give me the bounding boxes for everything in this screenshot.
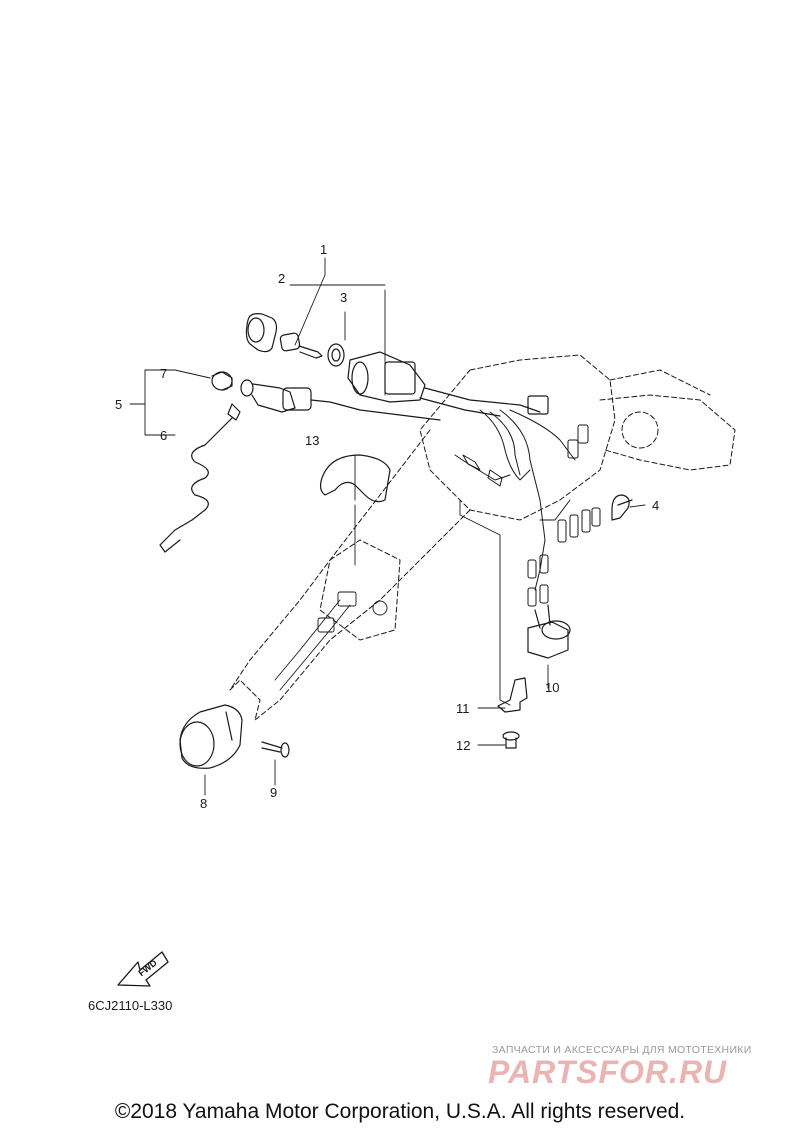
main-switch-part xyxy=(347,351,549,417)
callout-2: 2 xyxy=(278,271,285,286)
grommet-part xyxy=(319,454,391,503)
wire-clamp-part xyxy=(611,494,633,521)
lock-cover-part xyxy=(245,313,278,353)
callout-6: 6 xyxy=(160,428,167,443)
callout-12: 12 xyxy=(456,738,470,753)
fwd-arrow-icon xyxy=(117,951,169,987)
callout-5: 5 xyxy=(115,397,122,412)
callout-10: 10 xyxy=(545,680,559,695)
stop-switch-part xyxy=(240,379,441,421)
key-part xyxy=(279,332,323,359)
callout-9: 9 xyxy=(270,785,277,800)
fwd-label: FWD xyxy=(136,957,159,978)
switch-cap-part xyxy=(211,371,233,391)
callout-labels: 1 2 3 4 5 6 7 8 9 10 11 12 13 xyxy=(115,242,659,811)
callout-13: 13 xyxy=(305,433,319,448)
steering-handle-outline xyxy=(229,354,736,721)
callout-8: 8 xyxy=(200,796,207,811)
watermark-tagline: ЗАПЧАСТИ И АКСЕССУАРЫ ДЛЯ МОТОТЕХНИКИ xyxy=(492,1044,752,1056)
watermark-logo: PARTSFOR.RU xyxy=(488,1054,728,1090)
callout-11: 11 xyxy=(456,701,470,716)
grip-end-part xyxy=(179,704,243,769)
callout-7: 7 xyxy=(160,366,167,381)
callout-3: 3 xyxy=(340,290,347,305)
callout-4: 4 xyxy=(652,498,659,513)
relay-part xyxy=(527,604,571,659)
handle-inner-wires xyxy=(274,591,388,691)
lanyard-part xyxy=(159,403,241,553)
wire-harness xyxy=(454,409,601,607)
guide-lines xyxy=(129,257,646,796)
washer-part xyxy=(327,343,345,367)
screw-part-9 xyxy=(261,741,290,758)
bracket-part xyxy=(497,677,528,713)
diagram-reference-code: 6CJ2110-L330 xyxy=(88,998,172,1013)
copyright-notice: ©2018 Yamaha Motor Corporation, U.S.A. A… xyxy=(114,1100,686,1123)
callout-1: 1 xyxy=(320,242,327,257)
screw-part-12 xyxy=(502,731,520,749)
